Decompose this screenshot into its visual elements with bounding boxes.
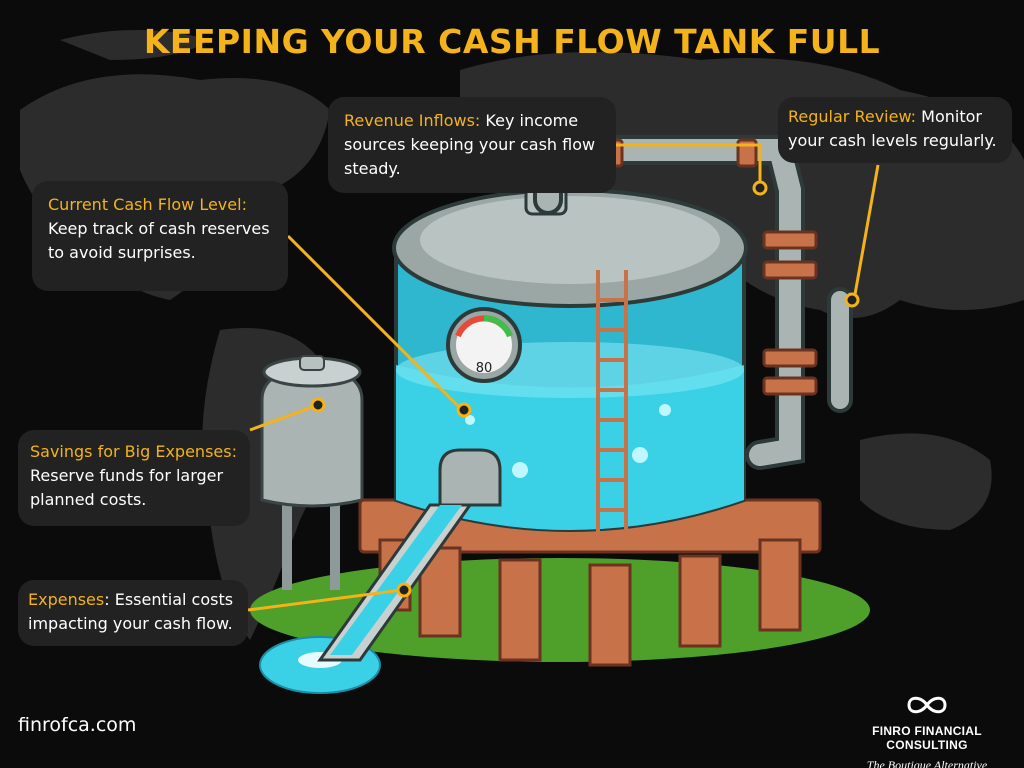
callout-text: : Essential costs impacting your cash fl… bbox=[28, 590, 234, 633]
callout-label: Revenue Inflows: bbox=[344, 111, 481, 130]
website-link[interactable]: finrofca.com bbox=[18, 714, 137, 736]
callout-label: Regular Review: bbox=[788, 107, 917, 126]
page-title: KEEPING YOUR CASH FLOW TANK FULL bbox=[143, 22, 881, 61]
brand-name: FINRO FINANCIAL CONSULTING bbox=[872, 724, 982, 752]
callout-savings: Savings for Big Expenses: Reserve funds … bbox=[18, 430, 250, 526]
callout-text: Monitor your cash levels regularly. bbox=[788, 107, 997, 150]
infinity-icon bbox=[907, 696, 947, 714]
callout-revenue-inflows: Revenue Inflows: Key income sources keep… bbox=[328, 97, 616, 193]
callout-label: Expenses bbox=[28, 590, 105, 609]
callout-text: Key income sources keeping your cash flo… bbox=[344, 111, 596, 178]
brand-logo: FINRO FINANCIAL CONSULTING The Boutique … bbox=[838, 692, 1016, 768]
callout-label: Current Cash Flow Level: bbox=[48, 195, 247, 214]
callout-current-cash-flow: Current Cash Flow Level: Keep track of c… bbox=[32, 181, 288, 291]
callout-regular-review: Regular Review: Monitor your cash levels… bbox=[778, 97, 1012, 163]
callout-text: Keep track of cash reserves to avoid sur… bbox=[48, 219, 270, 262]
callout-label: Savings for Big Expenses: bbox=[30, 442, 237, 461]
callout-text: Reserve funds for larger planned costs. bbox=[30, 466, 224, 509]
callout-expenses: Expenses: Essential costs impacting your… bbox=[18, 580, 248, 646]
brand-tagline: The Boutique Alternative bbox=[866, 758, 988, 768]
